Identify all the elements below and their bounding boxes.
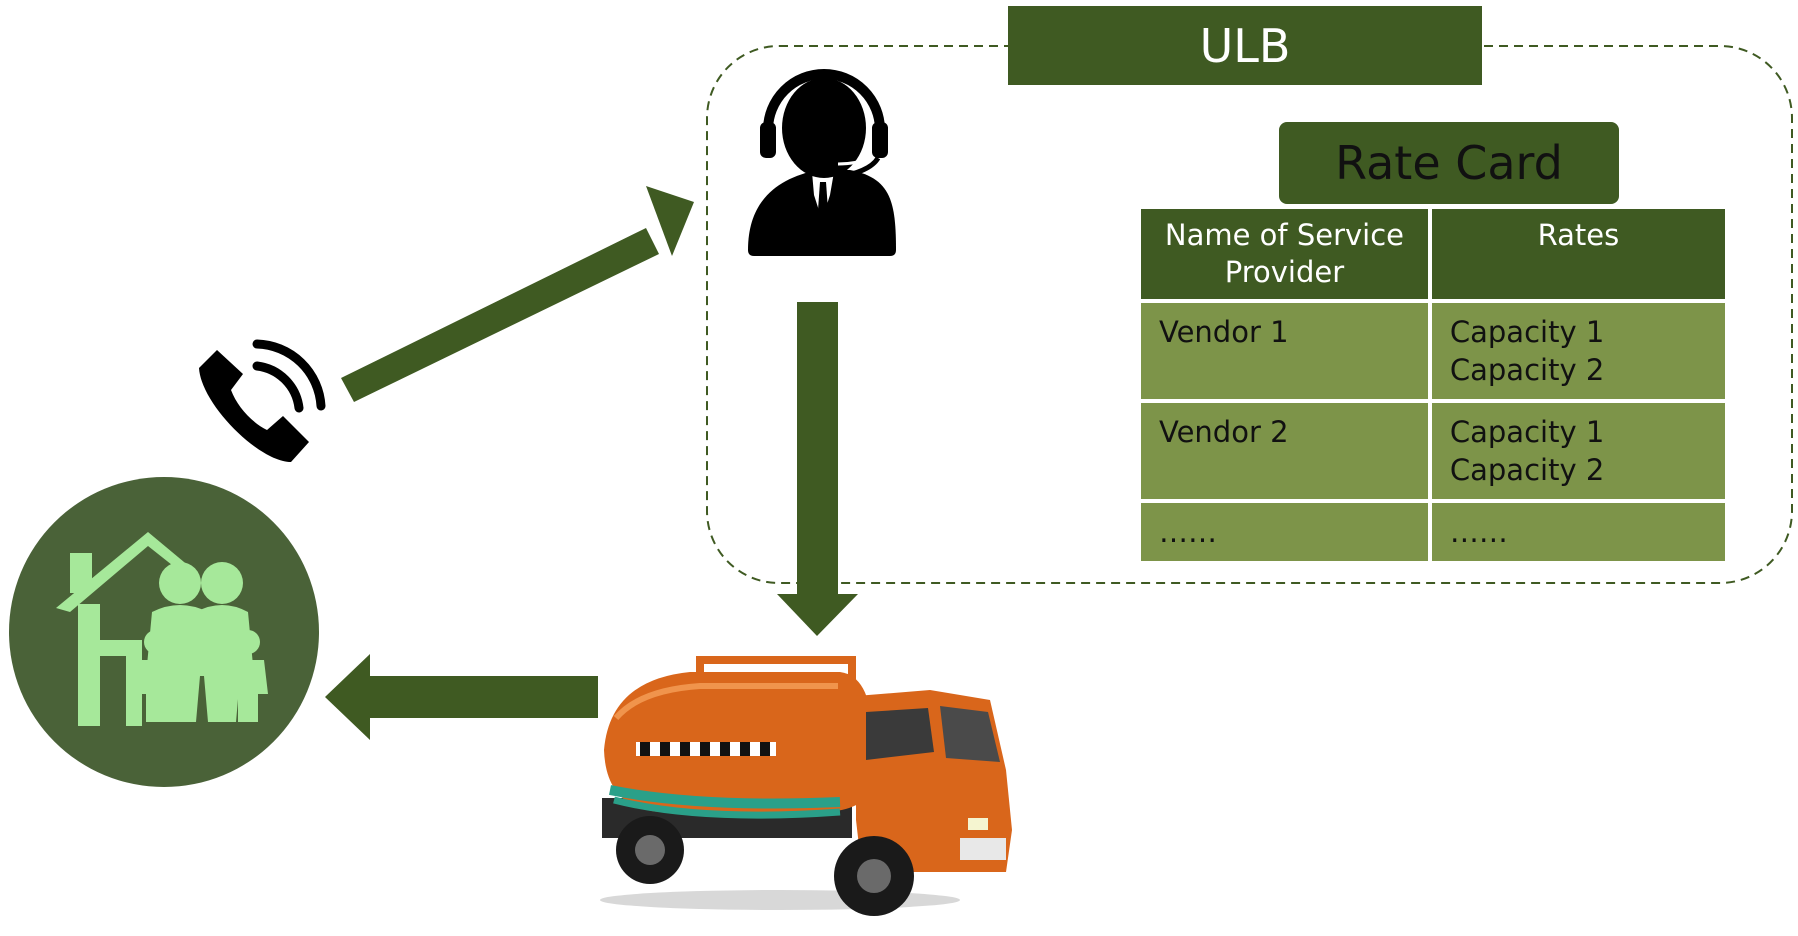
- arrow-truck-to-household: [325, 654, 598, 740]
- phone-icon: [199, 339, 326, 462]
- household-icon: [9, 477, 319, 787]
- rate-line: ……: [1449, 515, 1508, 549]
- arrow-agent-to-truck: [777, 302, 858, 636]
- table-row: Vendor 2 Capacity 1 Capacity 2: [1141, 403, 1725, 499]
- rate-line: Capacity 1: [1449, 315, 1605, 349]
- rates-cell: Capacity 1 Capacity 2: [1431, 303, 1725, 399]
- ulb-label: ULB: [1008, 6, 1482, 85]
- table-header-row: Name of Service Provider Rates: [1141, 209, 1725, 299]
- rates-cell: Capacity 1 Capacity 2: [1431, 403, 1725, 499]
- rate-card-title: Rate Card: [1279, 122, 1619, 204]
- call-center-agent-icon: [748, 69, 896, 256]
- provider-cell: Vendor 2: [1141, 403, 1428, 499]
- rate-card-table: Name of Service Provider Rates Vendor 1 …: [1137, 205, 1729, 565]
- table-row: …… ……: [1141, 503, 1725, 561]
- rates-cell: ……: [1431, 503, 1725, 561]
- rate-line: Capacity 2: [1449, 353, 1605, 387]
- column-header-rates: Rates: [1431, 209, 1725, 299]
- rate-line: Capacity 1: [1449, 415, 1605, 449]
- sewage-tanker-truck-image: [600, 656, 1012, 916]
- provider-cell: Vendor 1: [1141, 303, 1428, 399]
- provider-cell: ……: [1141, 503, 1428, 561]
- column-header-provider: Name of Service Provider: [1141, 209, 1428, 299]
- arrow-call-to-agent: [341, 186, 694, 402]
- table-row: Vendor 1 Capacity 1 Capacity 2: [1141, 303, 1725, 399]
- rate-line: Capacity 2: [1449, 453, 1605, 487]
